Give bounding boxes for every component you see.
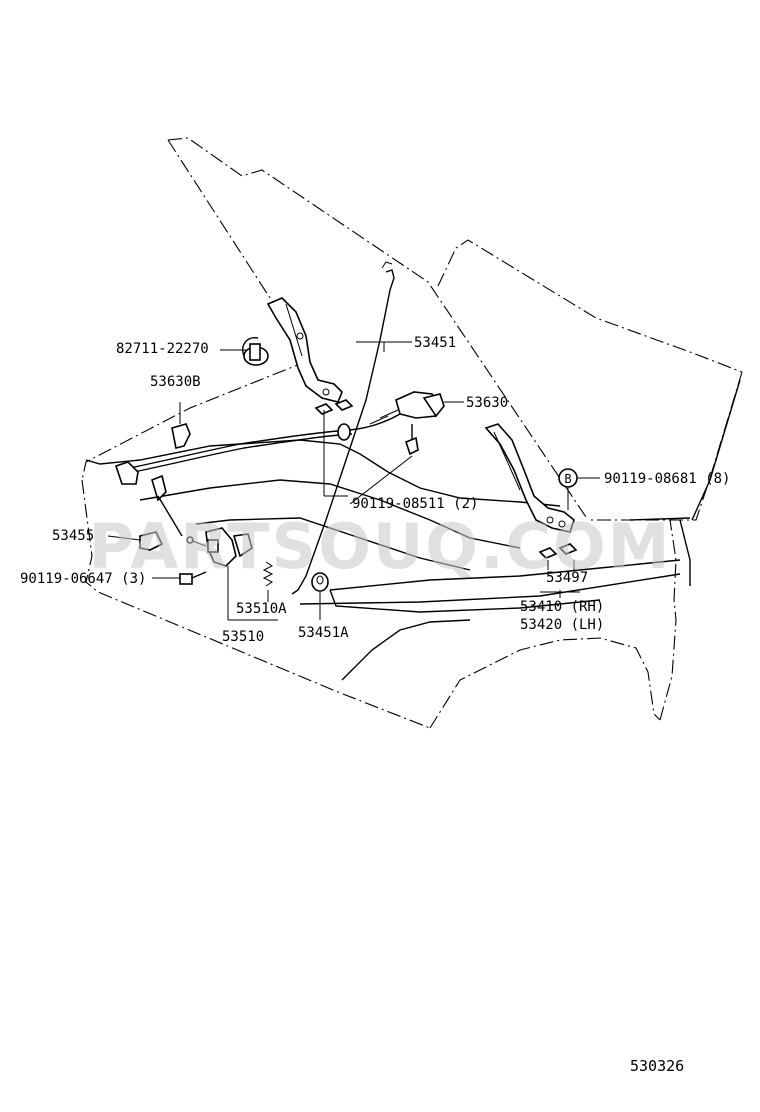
label-53420-lh: 53420 (LH) bbox=[520, 617, 604, 633]
lever-bolt bbox=[405, 424, 419, 456]
release-lever bbox=[369, 391, 445, 425]
hood-outline bbox=[81, 137, 743, 729]
lock-spring bbox=[262, 561, 274, 587]
label-53497: 53497 bbox=[546, 570, 588, 586]
label-90119-08681: 90119-08681 (8) bbox=[604, 471, 730, 487]
cable-guide bbox=[171, 402, 191, 449]
release-cable bbox=[119, 413, 401, 475]
label-53510a: 53510A bbox=[236, 601, 287, 617]
marker-b: B bbox=[558, 468, 578, 488]
hinge-left-shims bbox=[314, 399, 354, 415]
leader-lines bbox=[107, 341, 600, 621]
watermark: PARTSOUQ.COM bbox=[89, 510, 672, 583]
label-82711-22270: 82711-22270 bbox=[116, 341, 209, 357]
label-90119-08511: 90119-08511 (2) bbox=[352, 496, 478, 512]
wire-clip bbox=[242, 337, 269, 366]
label-53630b: 53630B bbox=[150, 374, 201, 390]
label-53455: 53455 bbox=[52, 528, 94, 544]
hinge-right bbox=[484, 423, 575, 533]
diagram-number: 530326 bbox=[630, 1057, 684, 1075]
support-rod bbox=[291, 261, 395, 595]
label-53630: 53630 bbox=[466, 395, 508, 411]
marker-b-label: B bbox=[564, 472, 571, 486]
label-53451: 53451 bbox=[414, 335, 456, 351]
hinge-left bbox=[266, 297, 343, 403]
label-53410-rh: 53410 (RH) bbox=[520, 599, 604, 615]
cushion bbox=[311, 572, 329, 592]
hinge-right-shims bbox=[538, 543, 578, 559]
callout-labels: 82711-22270 53630B 53451 53630 90119-086… bbox=[20, 335, 730, 645]
hood-lock bbox=[114, 461, 253, 567]
lock-bolt bbox=[179, 571, 207, 585]
label-53510: 53510 bbox=[222, 629, 264, 645]
label-53451a: 53451A bbox=[298, 625, 349, 641]
label-90119-06647: 90119-06647 (3) bbox=[20, 571, 146, 587]
